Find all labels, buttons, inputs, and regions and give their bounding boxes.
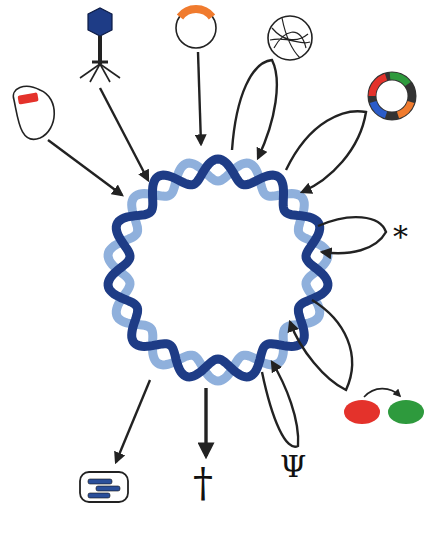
arrow bbox=[100, 88, 148, 180]
loop-arrow bbox=[290, 300, 352, 390]
chromatin-icon bbox=[268, 16, 312, 60]
phage-icon bbox=[80, 8, 120, 82]
arrow bbox=[116, 380, 150, 462]
asterisk-symbol: * bbox=[393, 222, 408, 252]
plasmid-icon bbox=[13, 86, 54, 139]
loop-arrow bbox=[318, 217, 386, 253]
loop-arrow bbox=[232, 60, 277, 158]
arrow bbox=[204, 388, 207, 456]
loop-arrow bbox=[286, 111, 366, 192]
arrow bbox=[198, 52, 201, 144]
dna-strand bbox=[108, 159, 328, 377]
dagger-symbol: † bbox=[193, 462, 213, 502]
cell-icon bbox=[80, 472, 128, 502]
psi-symbol: Ψ bbox=[280, 452, 306, 482]
segmented-ring-icon bbox=[372, 76, 412, 116]
color-switch-icon bbox=[344, 389, 424, 424]
plasmid-icon bbox=[176, 8, 216, 48]
loop-arrow bbox=[262, 362, 298, 447]
arrow bbox=[48, 140, 122, 195]
